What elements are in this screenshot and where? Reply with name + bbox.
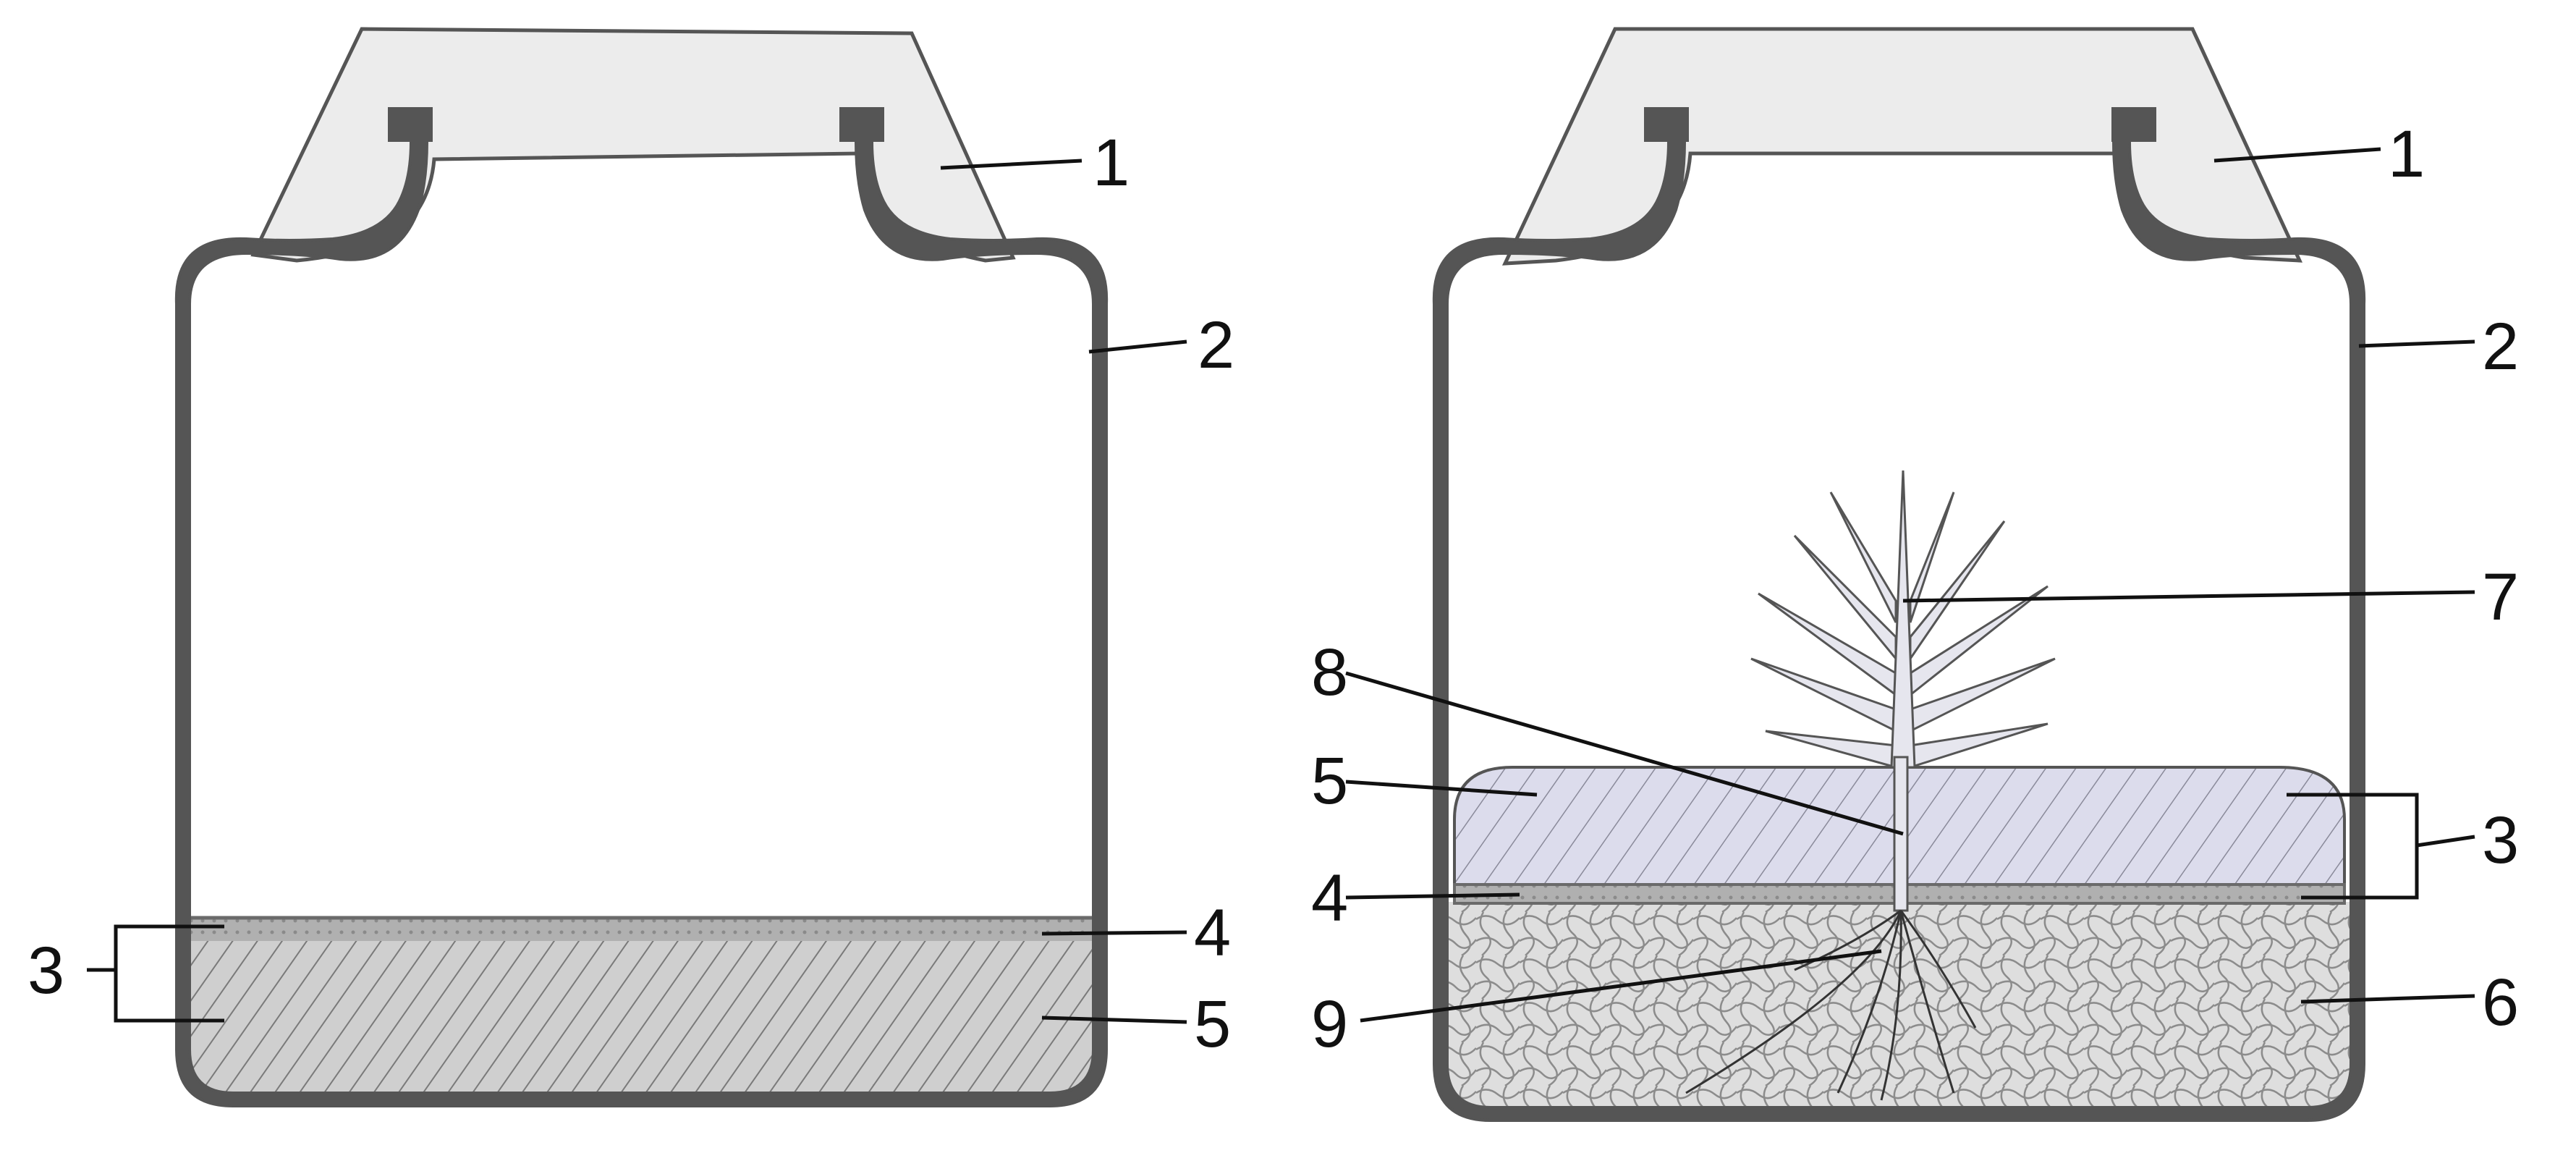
- left-jar-outline: [174, 140, 1109, 1107]
- left-label-cap: 1: [1093, 126, 1130, 200]
- left-jar-group: 1 2 3 4 5: [27, 27, 1234, 1107]
- left-label-base-layer: 5: [1194, 987, 1231, 1061]
- left-cap-square-right: [839, 107, 884, 142]
- right-jar-group: 1 2 7 8 5 4 3 9 6: [1311, 27, 2519, 1122]
- right-label-bracket: 3: [2482, 803, 2519, 877]
- left-label-jar: 2: [1198, 308, 1234, 382]
- right-label-top-layer: 5: [1311, 744, 1348, 818]
- left-cap-square-left: [388, 107, 433, 142]
- right-bottom-layer: [1447, 902, 2351, 1107]
- right-label-jar: 2: [2482, 310, 2519, 384]
- left-label-thin-layer: 4: [1194, 896, 1231, 970]
- right-label-bottom-layer: 6: [2482, 966, 2519, 1039]
- right-cap-square-right: [2111, 107, 2156, 142]
- right-cap: [1501, 27, 2303, 266]
- plant-leaves: [1750, 470, 2056, 769]
- right-label-thin-layer: 4: [1311, 861, 1348, 935]
- left-base-layer: [190, 941, 1093, 1093]
- right-label-cap: 1: [2388, 117, 2425, 191]
- right-label-stem: 8: [1311, 636, 1348, 709]
- plant: [1685, 470, 2056, 1101]
- right-label-shoot: 7: [2482, 560, 2519, 634]
- right-label-roots: 9: [1311, 987, 1348, 1061]
- left-thin-layer: [190, 918, 1093, 941]
- right-jar-outline: [1432, 140, 2366, 1122]
- right-cap-square-left: [1644, 107, 1689, 142]
- plant-roots: [1685, 909, 1977, 1101]
- left-label-bracket: 3: [27, 934, 64, 1008]
